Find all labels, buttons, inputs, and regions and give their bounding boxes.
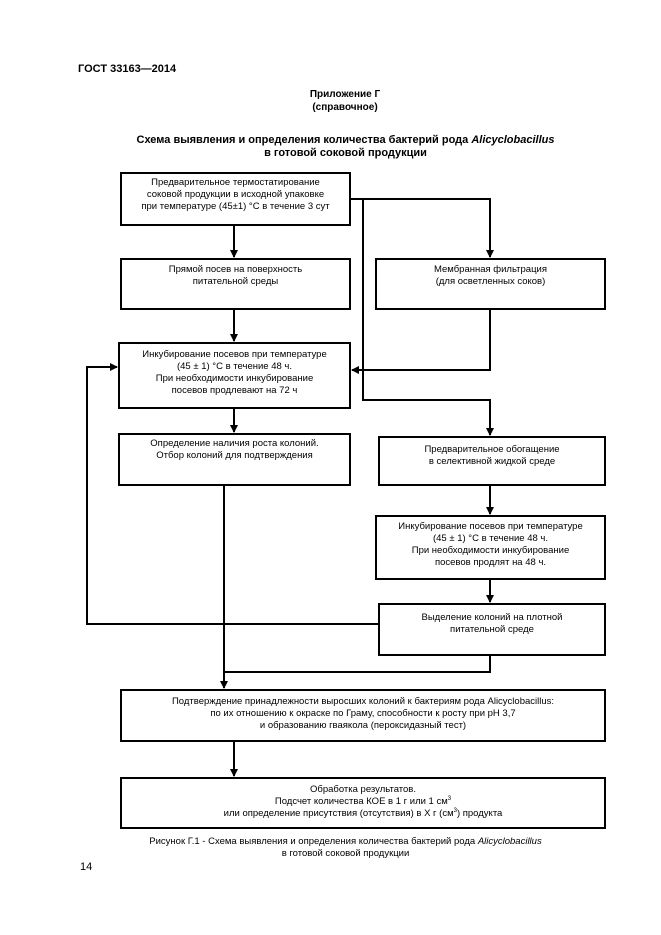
box-line: в селективной жидкой среде: [428, 456, 556, 467]
figure-caption-line2: в готовой соковой продукции: [281, 848, 410, 859]
box-membrane-filtration: Мембранная фильтрация (для осветленных с…: [375, 258, 606, 310]
results-presence-text-end: ) продукта: [456, 808, 503, 819]
box-line: Инкубирование посевов при температуре: [398, 521, 583, 532]
caption-prefix: Рисунок Г.1 - Схема выявления и определе…: [149, 836, 478, 847]
annex-subtitle: (справочное): [312, 102, 378, 113]
box-direct-plating: Прямой посев на поверхность питательной …: [120, 258, 351, 310]
box-line: Прямой посев на поверхность: [168, 264, 303, 275]
page-number: 14: [80, 861, 93, 873]
box-preincubation: Предварительное термостатирование соково…: [120, 172, 351, 226]
arrow-membrane-to-incubation: [351, 310, 491, 374]
arrow-isolation-to-incubation: [86, 363, 378, 625]
results-count-sup: 3: [447, 796, 452, 802]
box-line: (45 ± 1) °С в течение 48 ч.: [432, 533, 548, 544]
box-line: питательной среде: [450, 624, 534, 635]
box-line: и образованию гваякола (пероксидазный те…: [259, 720, 467, 731]
figure-caption-line1: Рисунок Г.1 - Схема выявления и определе…: [80, 836, 611, 848]
box-line: питательной среды: [192, 276, 279, 287]
scheme-title: Схема выявления и определения количества…: [80, 134, 611, 160]
box-line: При необходимости инкубирование: [411, 545, 570, 556]
box-line: при температуре (45±1) °С в течение 3 су…: [141, 201, 330, 212]
box-line: по их отношению к окраске по Граму, спос…: [210, 708, 516, 719]
standard-header: ГОСТ 33163—2014: [78, 63, 177, 75]
box-line: При необходимости инкубирование: [155, 373, 314, 384]
scheme-title-line2: в готовой соковой продукции: [264, 147, 427, 159]
results-count-text: Подсчет количества КОЕ в 1 г или 1 см: [274, 796, 448, 807]
box-line: Выделение колоний на плотной: [421, 612, 563, 623]
line-isolation-join: [224, 656, 491, 673]
box-line: Определение наличия роста колоний.: [150, 438, 319, 449]
box-line: Мембранная фильтрация: [434, 264, 547, 275]
box-incubation-left: Инкубирование посевов при температуре (4…: [118, 342, 351, 409]
box-line: посевов продлят на 48 ч.: [434, 557, 547, 568]
box-enrichment: Предварительное обогащение в селективной…: [378, 436, 606, 486]
arrow-to-enrichment: [362, 199, 494, 436]
results-presence-text: или определение присутствия (отсутствия)…: [223, 808, 454, 819]
caption-genus: Alicyclobacillus: [477, 836, 542, 847]
box-line: посевов продлевают на 72 ч: [171, 385, 298, 396]
box-line: Предварительное термостатирование: [151, 177, 320, 188]
box-line: Подсчет количества КОЕ в 1 г или 1 см3: [122, 796, 604, 808]
annex-heading: Приложение Г (справочное): [230, 88, 460, 114]
box-line: Обработка результатов.: [310, 784, 416, 795]
box-line: соковой продукции в исходной упаковке: [146, 189, 325, 200]
box-line: Отбор колоний для подтверждения: [156, 450, 313, 461]
figure-caption: Рисунок Г.1 - Схема выявления и определе…: [80, 836, 611, 860]
arrow-to-membrane: [351, 198, 494, 258]
box-line: или определение присутствия (отсутствия)…: [122, 808, 604, 820]
box-confirmation: Подтверждение принадлежности выросших ко…: [120, 689, 606, 742]
box-line: (для осветленных соков): [435, 276, 546, 287]
box-line: Предварительное обогащение: [424, 444, 560, 455]
box-line: Инкубирование посевов при температуре: [142, 349, 327, 360]
box-growth-detection: Определение наличия роста колоний. Отбор…: [118, 433, 351, 486]
scheme-title-prefix: Схема выявления и определения количества…: [136, 134, 472, 146]
box-line: Подтверждение принадлежности выросших ко…: [171, 696, 555, 707]
box-results: Обработка результатов. Подсчет количеств…: [120, 777, 606, 829]
results-presence-sup: 3: [453, 808, 457, 814]
scheme-title-genus: Alicyclobacillus: [471, 134, 555, 146]
annex-title: Приложение Г: [309, 89, 381, 100]
box-line: (45 ± 1) °С в течение 48 ч.: [176, 361, 292, 372]
box-incubation-right: Инкубирование посевов при температуре (4…: [375, 515, 606, 580]
scheme-title-line1: Схема выявления и определения количества…: [80, 134, 611, 147]
box-isolation: Выделение колоний на плотной питательной…: [378, 603, 606, 656]
